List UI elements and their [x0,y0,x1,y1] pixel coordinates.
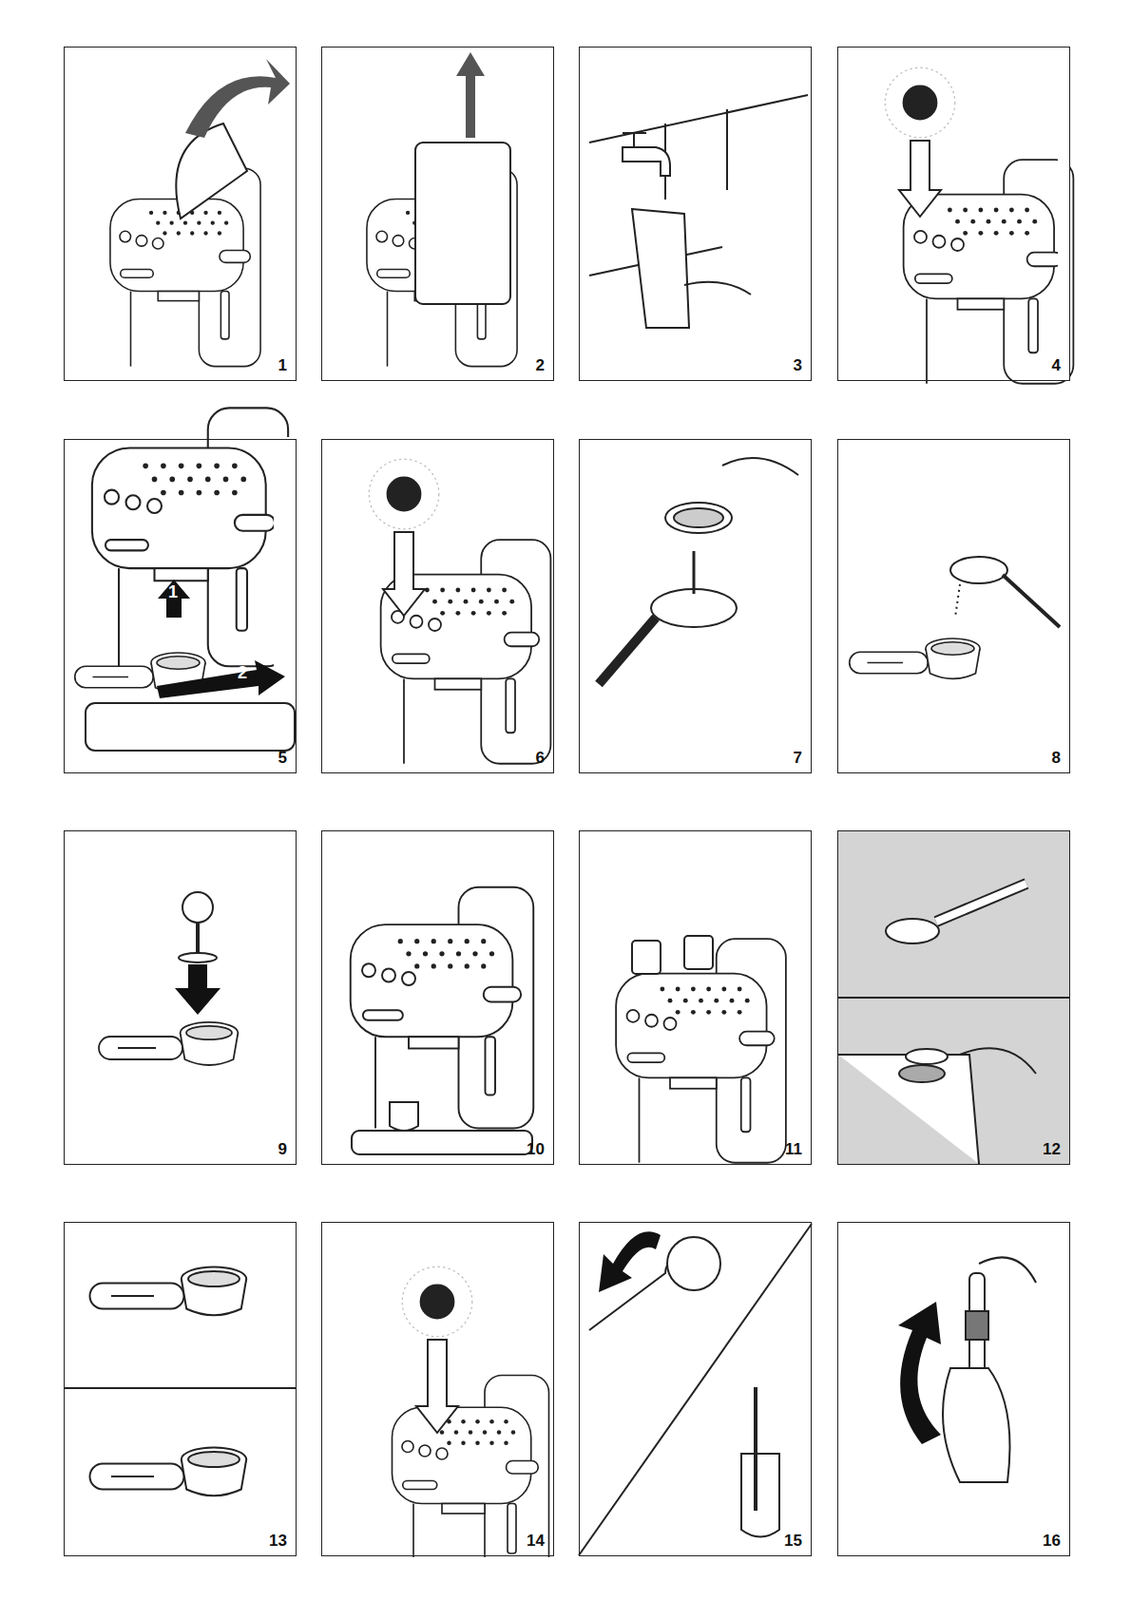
step-panel: 11 [578,830,812,1166]
step-panel: 7 [578,439,812,774]
step-panel: 10 [321,830,555,1166]
step-number: 1 [278,356,288,376]
step-number: 8 [1052,748,1061,768]
step-number: 4 [1052,356,1061,376]
step-number: 11 [785,1140,803,1160]
step-panel: 9 [63,830,297,1166]
step-number: 6 [536,748,545,768]
step-number: 3 [793,356,803,376]
step-panel: 4 [837,46,1071,382]
step-panel: 1 [63,46,297,382]
step-panel: 3 [578,46,812,382]
step-panel: 15 [578,1222,812,1557]
step-number: 13 [268,1532,288,1552]
step-panel: 13 [63,1222,297,1557]
step-number: 15 [784,1532,803,1552]
step-number: 7 [793,748,803,768]
arrow-step-number: 2 [237,664,248,682]
step-panel: 8 [837,439,1071,774]
step-number: 10 [526,1140,545,1160]
step-panel: 14 [321,1222,555,1557]
step-number: 12 [1042,1140,1061,1160]
step-number: 14 [526,1532,545,1552]
step-panel: 12 [837,830,1071,1166]
step-panel: 16 [837,1222,1071,1557]
step-panel: 2 [321,46,555,382]
step-number: 2 [536,356,545,376]
step-number: 16 [1042,1532,1061,1552]
step-number: 9 [278,1140,288,1160]
step-panel: 6 [321,439,555,774]
step-panel: 5 [63,439,297,774]
arrow-step-number: 1 [168,583,178,601]
step-number: 5 [278,748,288,768]
